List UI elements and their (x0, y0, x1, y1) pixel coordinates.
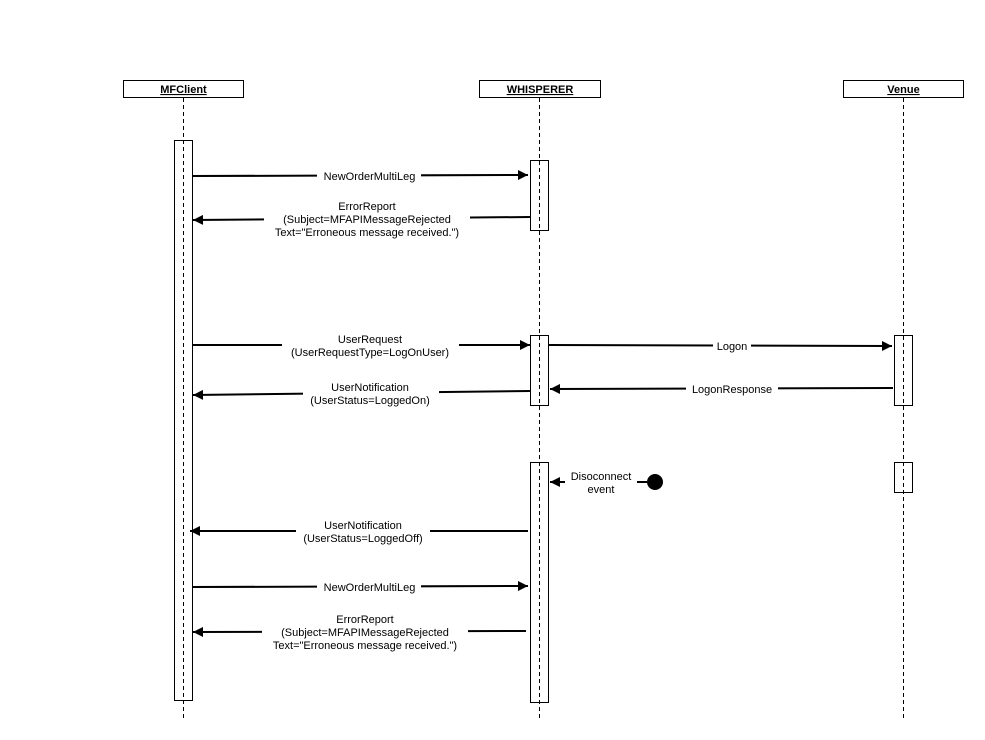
message-label: LogonResponse (692, 384, 772, 396)
actor-whisperer: WHISPERER (479, 80, 601, 720)
message-label-line-1: UserNotification (331, 382, 409, 394)
actor-box-venue (843, 80, 964, 98)
message-new-order-multi-leg-1: NewOrderMultiLeg (191, 168, 529, 183)
message-label: NewOrderMultiLeg (324, 171, 416, 183)
actor-box-mfclient (123, 80, 244, 98)
message-label-line-2: (Subject=MFAPIMessageRejected (283, 214, 451, 226)
message-logon: Logon (548, 338, 893, 353)
message-label-line-2: (UserRequestType=LogOnUser) (291, 347, 449, 359)
message-error-report-2: ErrorReport (Subject=MFAPIMessageRejecte… (192, 612, 527, 652)
message-user-request: UserRequest (UserRequestType=LogOnUser) (192, 332, 530, 360)
message-user-notification-logged-off: UserNotification (UserStatus=LoggedOff) (190, 517, 528, 545)
activation-whisperer-1 (530, 160, 549, 231)
message-label-line-2: (UserStatus=LoggedOn) (310, 395, 430, 407)
message-label: Logon (717, 341, 748, 353)
message-user-notification-logged-on: UserNotification (UserStatus=LoggedOn) (192, 379, 531, 407)
message-label-line-2: (UserStatus=LoggedOff) (303, 533, 422, 545)
activation-venue-1 (894, 335, 913, 406)
actor-box-whisperer (479, 80, 601, 98)
actor-label-venue: Venue (887, 84, 919, 96)
activation-mfclient (174, 140, 193, 701)
message-disconnect-event: Disoconnect event (550, 469, 663, 497)
activation-venue-2 (894, 462, 913, 493)
actor-venue: Venue (843, 80, 964, 720)
message-label-line-1: ErrorReport (338, 201, 395, 213)
message-label: NewOrderMultiLeg (324, 582, 416, 594)
message-label-line-2: event (588, 484, 615, 496)
actor-label-mfclient: MFClient (160, 84, 207, 96)
actor-mfclient: MFClient (123, 80, 244, 720)
message-label-line-1: UserNotification (324, 520, 402, 532)
message-logon-response: LogonResponse (549, 381, 894, 396)
message-label-line-3: Text="Erroneous message received.") (273, 640, 457, 652)
message-label-line-1: UserRequest (338, 334, 402, 346)
actor-label-whisperer: WHISPERER (507, 84, 574, 96)
message-new-order-multi-leg-2: NewOrderMultiLeg (191, 580, 529, 594)
message-label-line-1: ErrorReport (336, 614, 393, 626)
message-label-line-1: Disoconnect (571, 471, 632, 483)
activation-whisperer-3 (530, 462, 549, 703)
message-label-line-3: Text="Erroneous message received.") (275, 227, 459, 239)
event-source-dot (647, 474, 663, 490)
message-label-line-2: (Subject=MFAPIMessageRejected (281, 627, 449, 639)
activation-whisperer-2 (530, 335, 549, 406)
message-error-report-1: ErrorReport (Subject=MFAPIMessageRejecte… (192, 199, 531, 239)
